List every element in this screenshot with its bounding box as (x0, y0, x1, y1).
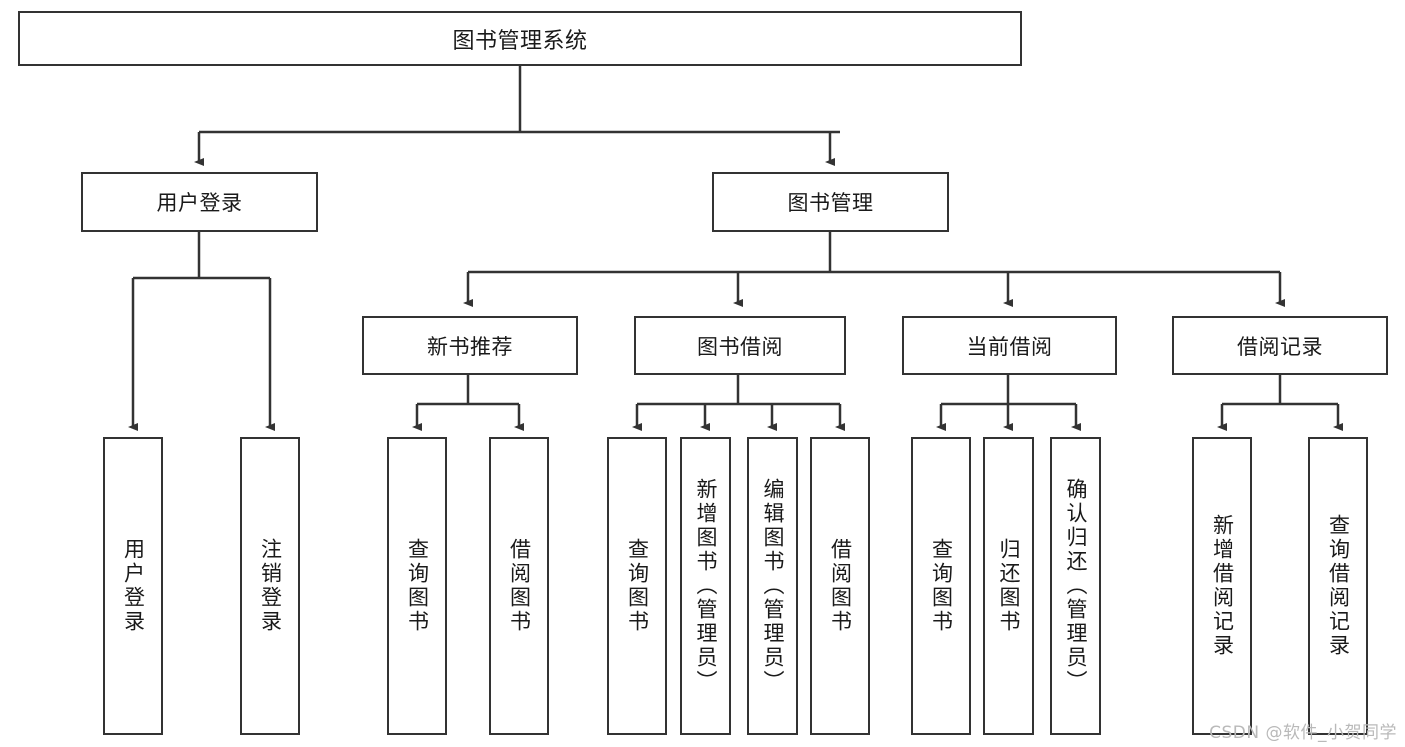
node-leaf-record-add-record[interactable]: 新增借阅记录 (1192, 437, 1252, 735)
node-label: 用户登录 (121, 538, 146, 634)
node-leaf-borrow-edit-book-admin[interactable]: 编辑图书（管理员） (747, 437, 798, 735)
node-book-management[interactable]: 图书管理 (712, 172, 949, 232)
node-borrow-record[interactable]: 借阅记录 (1172, 316, 1388, 375)
node-leaf-newbook-borrow-book[interactable]: 借阅图书 (489, 437, 549, 735)
node-leaf-current-query-book[interactable]: 查询图书 (911, 437, 971, 735)
node-label: 借阅图书 (828, 538, 853, 634)
node-label: 新书推荐 (427, 334, 513, 359)
node-label: 注销登录 (258, 538, 283, 634)
node-root-system[interactable]: 图书管理系统 (18, 11, 1022, 66)
node-label: 查询图书 (405, 538, 430, 634)
node-leaf-user-login[interactable]: 用户登录 (103, 437, 163, 735)
node-leaf-borrow-borrow-book[interactable]: 借阅图书 (810, 437, 870, 735)
node-label: 归还图书 (997, 538, 1021, 634)
node-leaf-borrow-query-book[interactable]: 查询图书 (607, 437, 667, 735)
node-label: 图书管理 (787, 191, 874, 215)
node-leaf-user-logout[interactable]: 注销登录 (240, 437, 300, 735)
node-label: 确认归还（管理员） (1064, 478, 1088, 694)
node-label: 借阅图书 (507, 538, 532, 634)
node-label: 新增图书（管理员） (694, 478, 718, 694)
node-leaf-record-query-record[interactable]: 查询借阅记录 (1308, 437, 1368, 735)
node-leaf-borrow-add-book-admin[interactable]: 新增图书（管理员） (680, 437, 731, 735)
node-user-login[interactable]: 用户登录 (81, 172, 318, 232)
node-label: 用户登录 (156, 191, 243, 215)
node-label: 图书借阅 (697, 334, 783, 359)
node-label: 当前借阅 (966, 334, 1053, 359)
node-leaf-newbook-query-book[interactable]: 查询图书 (387, 437, 447, 735)
node-leaf-current-return-book[interactable]: 归还图书 (983, 437, 1034, 735)
node-leaf-current-confirm-return-admin[interactable]: 确认归还（管理员） (1050, 437, 1101, 735)
node-label: 查询图书 (625, 538, 650, 634)
node-current-borrow[interactable]: 当前借阅 (902, 316, 1117, 375)
node-label: 编辑图书（管理员） (761, 478, 785, 694)
node-book-borrow[interactable]: 图书借阅 (634, 316, 846, 375)
node-label: 查询图书 (929, 538, 954, 634)
node-label: 图书管理系统 (452, 28, 588, 54)
node-label: 查询借阅记录 (1326, 514, 1351, 658)
csdn-watermark: CSDN @软件_小贺同学 (1209, 723, 1397, 743)
node-new-book-recommend[interactable]: 新书推荐 (362, 316, 578, 375)
node-label: 借阅记录 (1237, 334, 1323, 359)
node-label: 新增借阅记录 (1210, 514, 1235, 658)
